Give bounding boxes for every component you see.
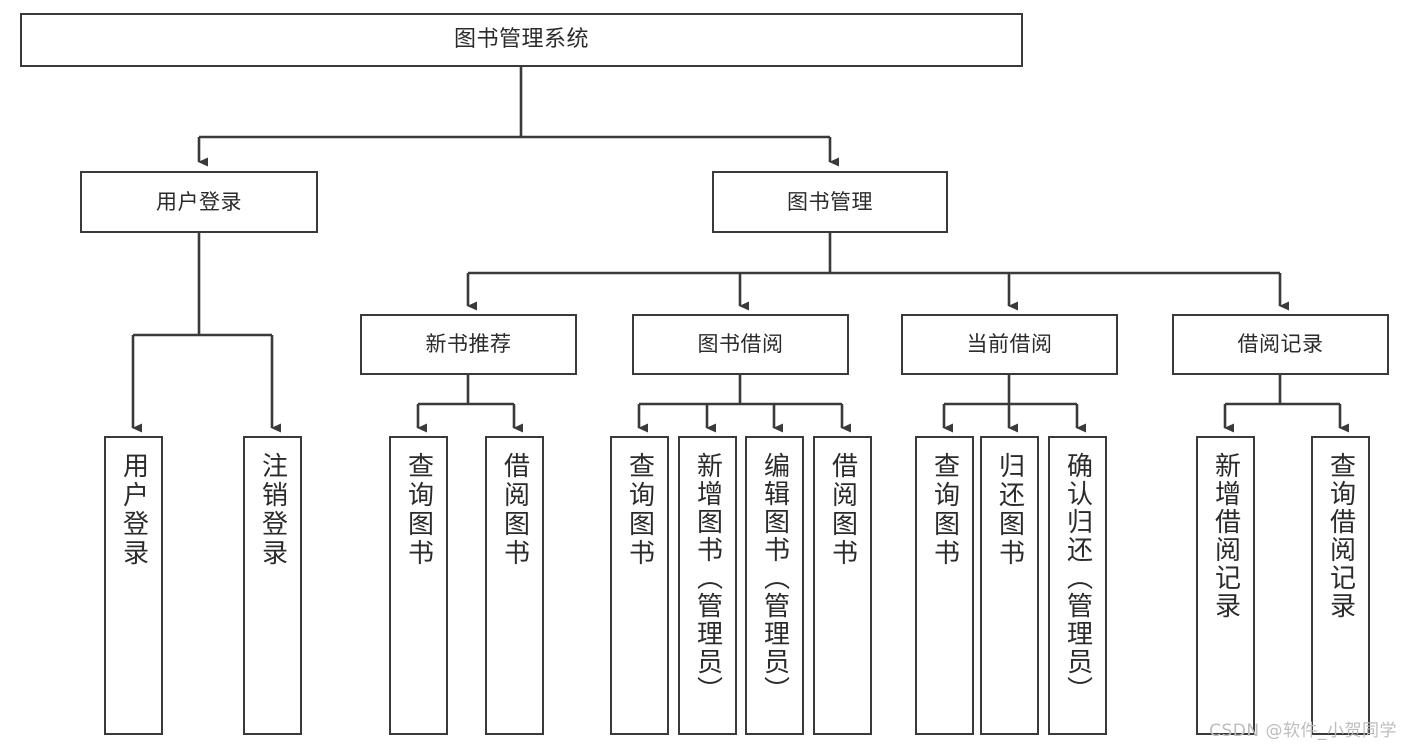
- node-label: 借阅图书: [827, 452, 858, 568]
- leaf-logout[interactable]: 注销登录: [243, 436, 302, 735]
- node-label: 归还图书: [994, 452, 1025, 568]
- node-label: 新增图书（管理员）: [692, 452, 723, 704]
- node-borrow-record[interactable]: 借阅记录: [1172, 314, 1389, 375]
- node-label: 编辑图书（管理员）: [759, 452, 790, 704]
- watermark: CSDN @软件_小贺同学: [1209, 721, 1397, 741]
- node-label: 新增借阅记录: [1210, 452, 1241, 620]
- node-label: 确认归还（管理员）: [1062, 452, 1093, 704]
- node-label: 借阅图书: [499, 452, 530, 568]
- node-label: 用户登录: [118, 452, 149, 568]
- node-current-borrow[interactable]: 当前借阅: [901, 314, 1118, 375]
- leaf-query-borrow-record[interactable]: 查询借阅记录: [1311, 436, 1370, 735]
- node-book-management[interactable]: 图书管理: [712, 171, 948, 233]
- leaf-query-book-borrow[interactable]: 查询图书: [610, 436, 669, 735]
- node-book-borrow[interactable]: 图书借阅: [632, 314, 849, 375]
- node-new-book-recommend[interactable]: 新书推荐: [360, 314, 577, 375]
- leaf-confirm-return-admin[interactable]: 确认归还（管理员）: [1048, 436, 1107, 735]
- node-label: 借阅记录: [1237, 332, 1324, 357]
- node-label: 查询图书: [624, 452, 655, 568]
- leaf-return-book[interactable]: 归还图书: [980, 436, 1039, 735]
- node-label: 图书借阅: [697, 332, 784, 357]
- node-label: 图书管理系统: [453, 27, 589, 53]
- node-label: 查询借阅记录: [1325, 452, 1356, 620]
- leaf-borrow-book-newbook[interactable]: 借阅图书: [485, 436, 544, 735]
- node-label: 查询图书: [929, 452, 960, 568]
- leaf-query-book-current[interactable]: 查询图书: [915, 436, 974, 735]
- node-label: 图书管理: [787, 189, 873, 214]
- node-label: 查询图书: [403, 452, 434, 568]
- node-label: 当前借阅: [966, 332, 1053, 357]
- node-user-login[interactable]: 用户登录: [80, 171, 318, 233]
- leaf-query-book-newbook[interactable]: 查询图书: [389, 436, 448, 735]
- leaf-borrow-book[interactable]: 借阅图书: [813, 436, 872, 735]
- node-root-system[interactable]: 图书管理系统: [20, 13, 1023, 67]
- node-label: 注销登录: [257, 452, 288, 568]
- node-label: 用户登录: [156, 189, 242, 214]
- leaf-user-login[interactable]: 用户登录: [104, 436, 163, 735]
- leaf-add-borrow-record[interactable]: 新增借阅记录: [1196, 436, 1255, 735]
- leaf-add-book-admin[interactable]: 新增图书（管理员）: [678, 436, 737, 735]
- node-label: 新书推荐: [425, 332, 512, 357]
- leaf-edit-book-admin[interactable]: 编辑图书（管理员）: [745, 436, 804, 735]
